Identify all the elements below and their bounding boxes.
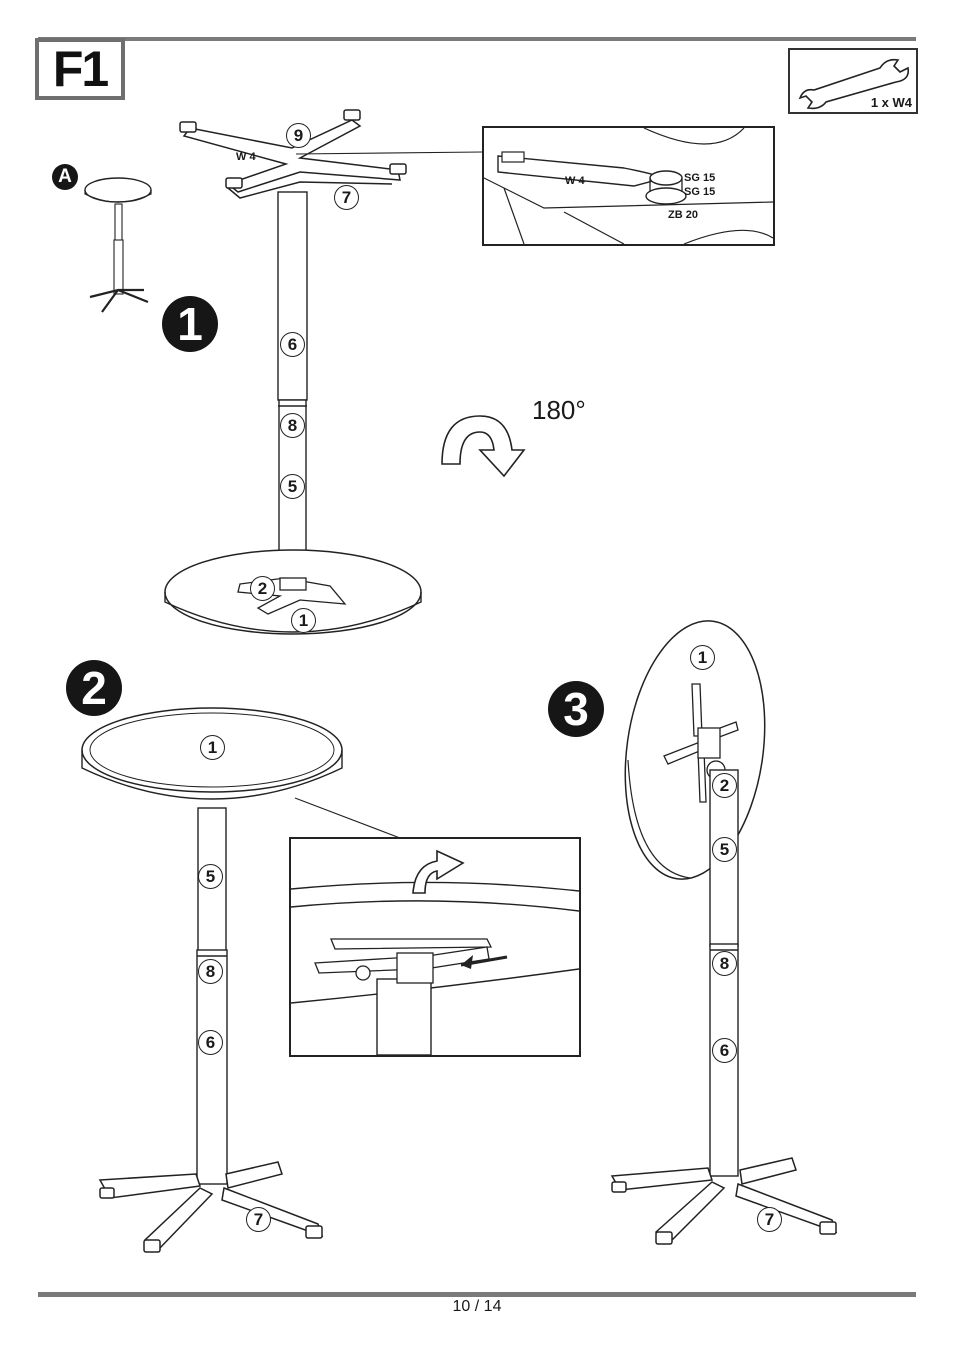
part-6: 6 [280,332,305,357]
step-1-illustration [164,109,483,635]
sg15-label-1: SG 15 [684,172,716,184]
detail-1-drawing [484,128,773,244]
rotation-label: 180° [532,395,586,425]
detail-2-drawing [291,849,579,1055]
part-8: 8 [712,951,737,976]
sg15-label-2: SG 15 [684,186,716,198]
top-rule [38,37,916,41]
step-3-illustration [610,620,838,1245]
step-2-badge: 2 [66,660,122,716]
part-5: 5 [712,837,737,862]
detail-inset-1 [482,126,775,246]
part-8: 8 [198,959,223,984]
part-5: 5 [280,474,305,499]
part-7: 7 [246,1207,271,1232]
w4-label-detail: W 4 [565,175,585,187]
part-7: 7 [334,185,359,210]
part-8: 8 [280,413,305,438]
section-label: F1 [35,38,125,100]
bottom-rule [38,1292,916,1297]
part-5: 5 [198,864,223,889]
part-2: 2 [250,576,275,601]
part-1: 1 [690,645,715,670]
tool-label: 1 x W4 [870,95,912,110]
part-6: 6 [198,1030,223,1055]
step-1-badge: 1 [162,296,218,352]
page-number: 10 / 14 [452,1298,502,1315]
step-a-badge: A [52,164,78,190]
part-7: 7 [757,1207,782,1232]
part-9: 9 [286,123,311,148]
part-1: 1 [200,735,225,760]
w4-label-top: W 4 [236,151,256,163]
part-2: 2 [712,773,737,798]
zb20-label: ZB 20 [668,209,698,221]
tool-box: 1 x W4 [788,48,918,114]
step-3-badge: 3 [548,681,604,737]
rotate-arrow-icon [441,415,526,478]
part-1: 1 [291,608,316,633]
detail-inset-2 [289,837,581,1057]
thumbnail-table [84,177,152,313]
part-6: 6 [712,1038,737,1063]
wrench-icon [798,58,910,110]
